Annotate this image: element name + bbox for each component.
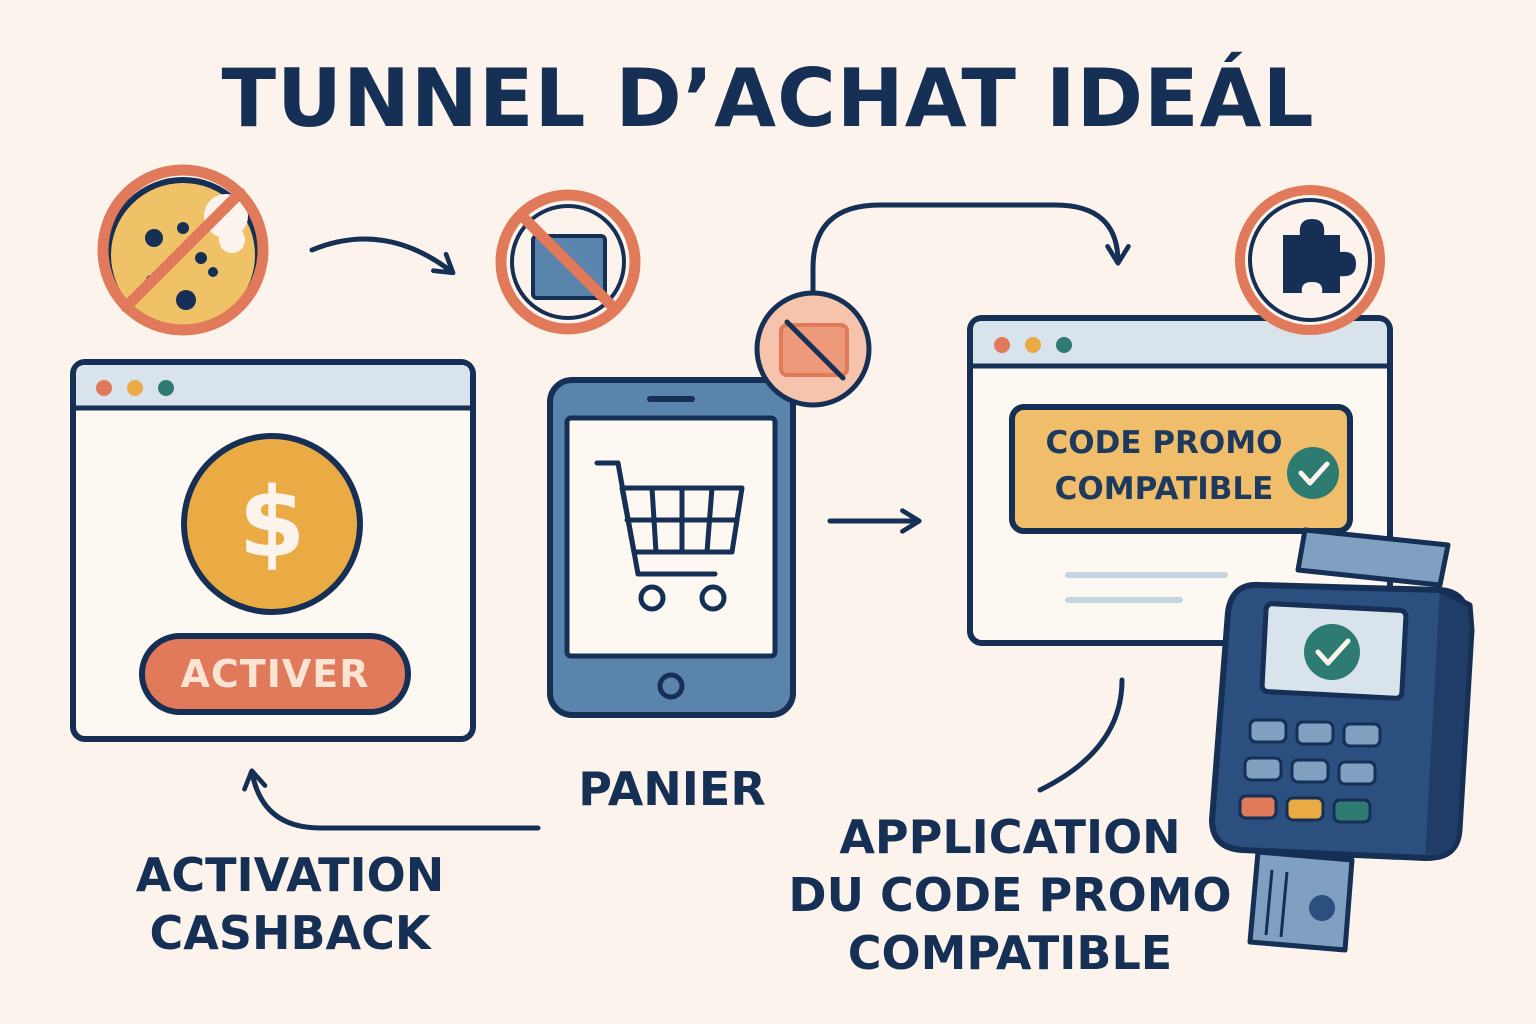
promo-caption-line1: APPLICATION	[839, 810, 1181, 864]
check-icon	[1287, 447, 1339, 499]
promo-browser-window	[967, 315, 1393, 646]
promo-banner-line2: COMPATIBLE	[1054, 471, 1274, 507]
no-ad-icon	[754, 290, 872, 408]
svg-text:$: $	[239, 467, 306, 579]
promo-banner-line1: CODE PROMO	[1045, 425, 1283, 461]
promo-caption-line2: DU CODE PROMO	[788, 868, 1232, 922]
page-title: TUNNEL D’ACHAT IDEÁL	[221, 52, 1315, 145]
activate-button-label[interactable]: ACTIVER	[180, 652, 370, 696]
promo-caption-line3: COMPATIBLE	[847, 926, 1173, 980]
cashback-caption-line1: ACTIVATION	[135, 848, 445, 902]
cart-caption: PANIER	[578, 762, 766, 816]
arrow-loop-to-promo	[810, 202, 1131, 293]
payment-terminal-icon	[1209, 527, 1475, 953]
arrow-cookie-to-popup	[309, 236, 456, 276]
cashback-caption: ACTIVATION CASHBACK	[110, 846, 470, 962]
no-extension-icon	[1235, 185, 1385, 335]
cart-icon	[594, 460, 745, 612]
tablet-device	[547, 377, 796, 718]
no-cookie-icon	[97, 164, 269, 336]
dollar-coin-icon: $	[181, 433, 363, 615]
promo-caption: APPLICATION DU CODE PROMO COMPATIBLE	[780, 808, 1240, 982]
no-popup-icon	[495, 189, 641, 335]
activate-button	[139, 633, 411, 715]
promo-banner-text: CODE PROMO COMPATIBLE	[1018, 420, 1310, 512]
arrow-cart-to-cashback	[242, 768, 541, 831]
arrow-promo-to-payment	[1037, 677, 1125, 793]
cashback-caption-line2: CASHBACK	[149, 906, 431, 960]
